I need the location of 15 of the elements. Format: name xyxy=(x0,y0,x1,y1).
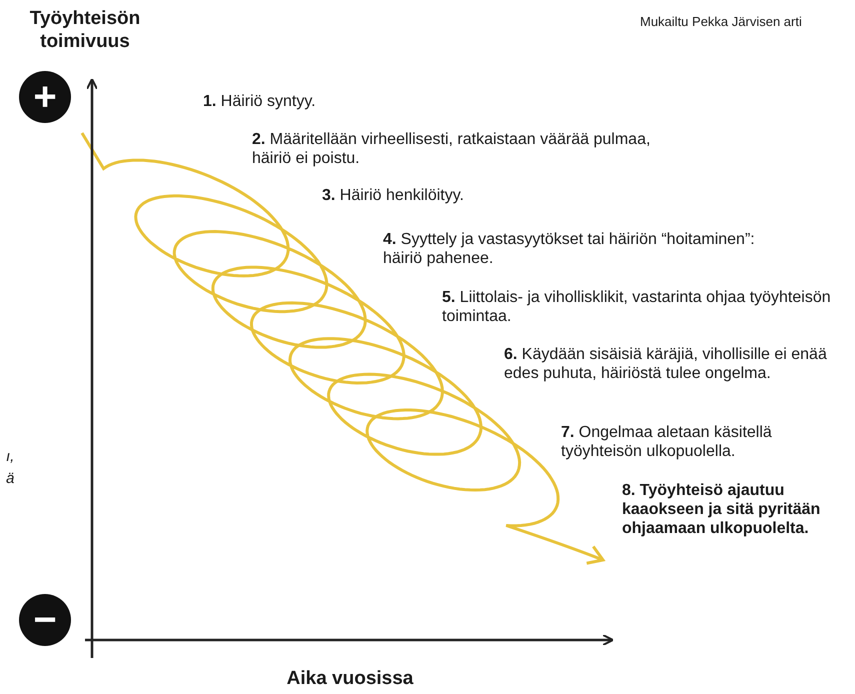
text-fragment: ı, xyxy=(6,448,16,466)
step-text: 2. Määritellään virheellisesti, ratkaistaan väärää pulmaa, häiriö ei poistu. xyxy=(252,130,652,168)
step-text: 7. Ongelmaa aletaan käsitellä työyhteisön ulkopuolella. xyxy=(561,423,773,462)
text-fragment: ä xyxy=(6,470,16,488)
axis-title: Työyhteisön toimivuus xyxy=(28,8,142,54)
step-text: 3. Häiriö henkilöityy. xyxy=(322,186,465,206)
step-text: 5. Liittolais- ja vihollisklikit, vastarinta ohjaa työyhteisön toimintaa. xyxy=(442,288,832,326)
step-text: 1. Häiriö syntyy. xyxy=(203,92,317,112)
axis-title: Aika vuosissa xyxy=(286,668,414,691)
step-text: 4. Syyttely ja vastasyytökset tai häiriön “hoitaminen”: häiriö pahenee. xyxy=(383,230,756,268)
step-text: 6. Käydään sisäisiä käräjiä, vihollisille ei enää edes puhuta, häiriöstä tulee ongelma. xyxy=(504,345,828,384)
plus-badge: + xyxy=(19,71,71,123)
step-text: 8. Työyhteisö ajautuu kaaokseen ja sitä pyritään ohjaamaan ulkopuolelta. xyxy=(622,481,822,539)
minus-badge: − xyxy=(19,594,71,646)
source-note: Mukailtu Pekka Järvisen arti xyxy=(640,14,803,30)
